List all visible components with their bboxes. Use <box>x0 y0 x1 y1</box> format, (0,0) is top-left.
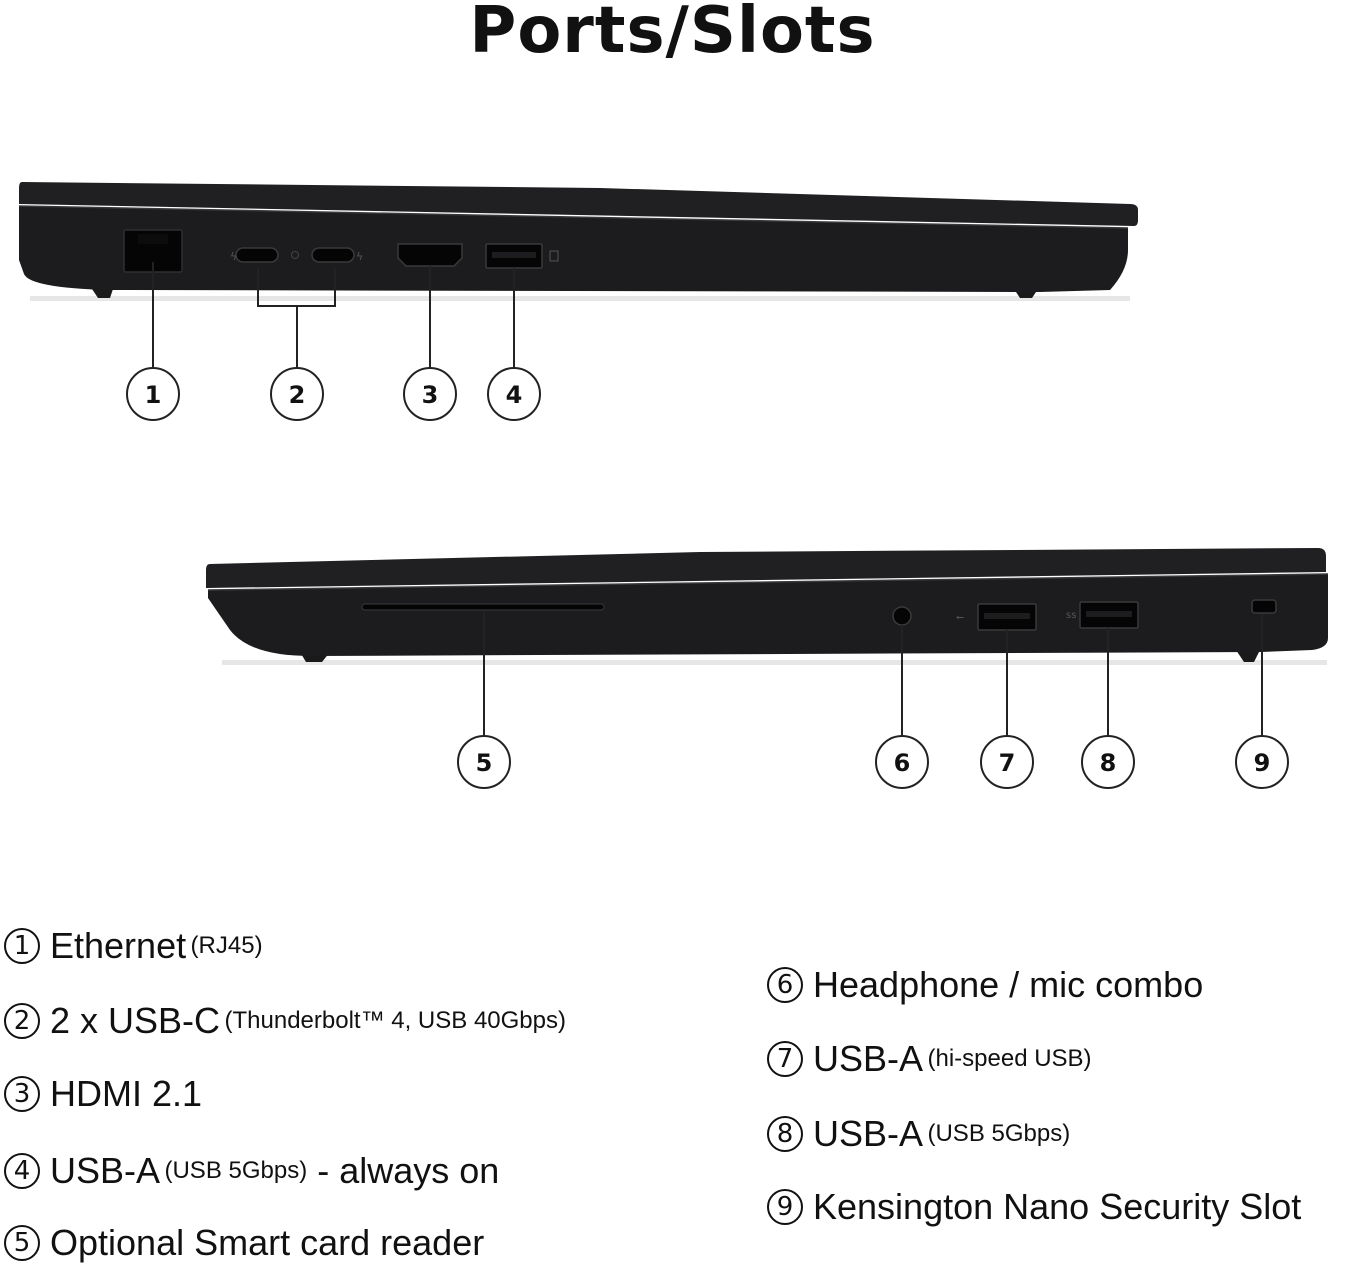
legend-label: HDMI 2.1 <box>50 1073 203 1114</box>
callout-2: 2 <box>289 381 306 409</box>
shadow <box>222 660 1327 665</box>
legend-item-smart-card: 5 Optional Smart card reader <box>4 1225 484 1261</box>
kensington-slot <box>1251 599 1277 614</box>
callout-circle-8 <box>1081 735 1135 789</box>
legend-label: Optional Smart card reader <box>50 1222 485 1263</box>
ports-diagram: ϟ ϟ 1 2 3 4 <box>18 182 1329 789</box>
callout-circle-7 <box>980 735 1034 789</box>
callout-circle-4 <box>487 367 541 421</box>
base <box>19 206 1128 292</box>
legend-label: USB-A <box>813 1113 924 1154</box>
thunderbolt-icon: ϟ <box>230 250 237 263</box>
usb-a-tongue <box>984 613 1030 619</box>
callout-circle-3 <box>403 367 457 421</box>
callout-6: 6 <box>894 749 911 777</box>
foot <box>1236 650 1260 662</box>
legend-detail: (USB 5Gbps) <box>164 1157 308 1184</box>
callout-1: 1 <box>145 381 162 409</box>
seam <box>207 573 1329 591</box>
callout-7: 7 <box>999 749 1016 777</box>
legend-item-kensington: 9 Kensington Nano Security Slot <box>767 1189 1301 1225</box>
laptop-right-side: ⭠ ss <box>206 548 1329 665</box>
legend-detail: (Thunderbolt™ 4, USB 40Gbps) <box>224 1007 567 1034</box>
legend-detail: (RJ45) <box>190 932 263 959</box>
callout-circle-9 <box>1235 735 1289 789</box>
legend-marker: 2 <box>4 1003 40 1039</box>
legend-item-ethernet: 1 Ethernet (RJ45) <box>4 928 263 964</box>
usb-a-tongue <box>492 252 536 258</box>
lid <box>19 182 1138 226</box>
base <box>208 574 1328 656</box>
legend-marker: 5 <box>4 1225 40 1261</box>
legend-marker: 3 <box>4 1076 40 1112</box>
callout-circle-1 <box>126 367 180 421</box>
legend-detail: (USB 5Gbps) <box>927 1120 1071 1147</box>
callout-circle-2 <box>270 367 324 421</box>
callout-3: 3 <box>422 381 439 409</box>
legend-marker: 7 <box>767 1041 803 1077</box>
callout-4: 4 <box>506 381 523 409</box>
usb-c-port-2 <box>311 247 355 263</box>
legend-item-hdmi: 3 HDMI 2.1 <box>4 1076 202 1112</box>
callout-circle-5 <box>457 735 511 789</box>
laptop-left-side: ϟ ϟ <box>18 182 1138 301</box>
legend-marker: 1 <box>4 928 40 964</box>
legend-item-usb-a-5gbps: 8 USB-A (USB 5Gbps) <box>767 1116 1070 1152</box>
callout-8: 8 <box>1100 749 1117 777</box>
legend-label: 2 x USB-C <box>50 1000 221 1041</box>
legend-item-usb-c: 2 2 x USB-C (Thunderbolt™ 4, USB 40Gbps) <box>4 1003 566 1039</box>
legend-label: Ethernet <box>50 925 187 966</box>
lid <box>206 548 1326 588</box>
thunderbolt-icon: ϟ <box>356 250 363 263</box>
usb-ss-icon: ss <box>1066 610 1076 621</box>
callouts-bottom: 5 6 7 8 9 <box>457 735 1289 789</box>
callout-5: 5 <box>476 749 493 777</box>
ethernet-latch <box>138 234 168 244</box>
legend-item-usb-a-hi-speed: 7 USB-A (hi-speed USB) <box>767 1041 1092 1077</box>
legend-marker: 4 <box>4 1153 40 1189</box>
legend-label: Kensington Nano Security Slot <box>813 1186 1302 1227</box>
usb-icon: ⭠ <box>956 612 964 623</box>
legend-marker: 6 <box>767 967 803 1003</box>
legend-label: USB-A <box>813 1038 924 1079</box>
callout-circle-6 <box>875 735 929 789</box>
leader-lines-top <box>152 262 515 368</box>
leader-lines-bottom <box>483 612 1263 736</box>
legend-item-headphone: 6 Headphone / mic combo <box>767 967 1203 1003</box>
callouts-top: 1 2 3 4 <box>126 367 541 421</box>
legend-marker: 8 <box>767 1116 803 1152</box>
page-title: Ports/Slots <box>469 0 876 68</box>
legend-label: USB-A <box>50 1150 161 1191</box>
callout-9: 9 <box>1254 749 1271 777</box>
led-indicator <box>291 251 299 259</box>
legend-item-usb-a-always-on: 4 USB-A (USB 5Gbps) - always on <box>4 1153 499 1189</box>
shadow <box>30 296 1130 301</box>
hdmi-port <box>397 243 463 267</box>
seam <box>18 205 1129 229</box>
usb-c-port-1 <box>235 247 279 263</box>
legend-suffix: - always on <box>307 1150 500 1191</box>
legend-marker: 9 <box>767 1189 803 1225</box>
smart-card-slot <box>361 603 605 611</box>
legend-detail: (hi-speed USB) <box>927 1045 1092 1072</box>
battery-icon <box>549 250 559 262</box>
headphone-jack <box>892 606 912 626</box>
legend-label: Headphone / mic combo <box>813 964 1204 1005</box>
usb-a-tongue <box>1086 611 1132 617</box>
